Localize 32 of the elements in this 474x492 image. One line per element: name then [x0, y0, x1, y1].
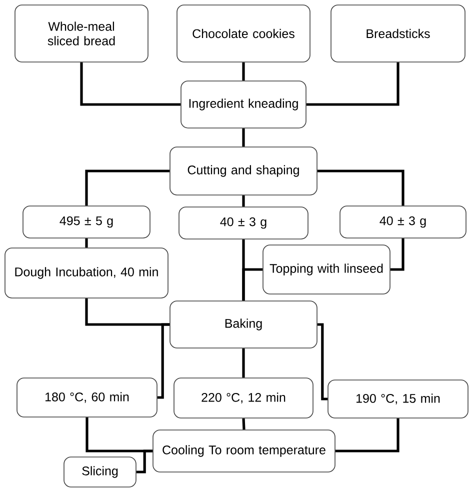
connector-line	[317, 170, 404, 206]
connector-line	[242, 268, 263, 301]
connector-line	[242, 128, 245, 147]
process-box: Whole-meal sliced bread	[14, 4, 148, 62]
process-box: 495 ± 5 g	[22, 206, 150, 238]
connector-line	[242, 195, 245, 207]
connector-line	[390, 238, 404, 271]
process-box: Baking	[170, 300, 318, 348]
process-box: 40 ± 3 g	[178, 206, 308, 240]
process-box: 180 °C, 60 min	[16, 378, 158, 418]
process-box: Slicing	[64, 456, 136, 488]
process-box: 220 °C, 12 min	[174, 378, 314, 418]
process-box: Chocolate cookies	[176, 4, 310, 62]
process-box: Cutting and shaping	[170, 146, 318, 196]
connector-line	[80, 62, 181, 106]
process-box: Breadsticks	[330, 4, 466, 62]
connector-line	[157, 323, 170, 399]
connector-line	[85, 170, 170, 206]
connector-line	[335, 418, 400, 452]
process-box: Ingredient kneading	[180, 80, 306, 128]
connector-line	[306, 62, 400, 106]
connector-line	[242, 62, 245, 81]
connector-line	[136, 450, 153, 474]
process-box: 40 ± 3 g	[340, 206, 466, 238]
connector-line	[242, 418, 246, 430]
process-box: Topping with linseed	[262, 244, 390, 294]
connector-line	[242, 348, 245, 378]
process-box: Cooling To room temperature	[152, 430, 336, 472]
process-box: 190 °C, 15 min	[328, 380, 468, 418]
connector-line	[317, 323, 328, 400]
connector-line	[85, 238, 88, 248]
process-box: Dough Incubation, 40 min	[4, 248, 168, 298]
